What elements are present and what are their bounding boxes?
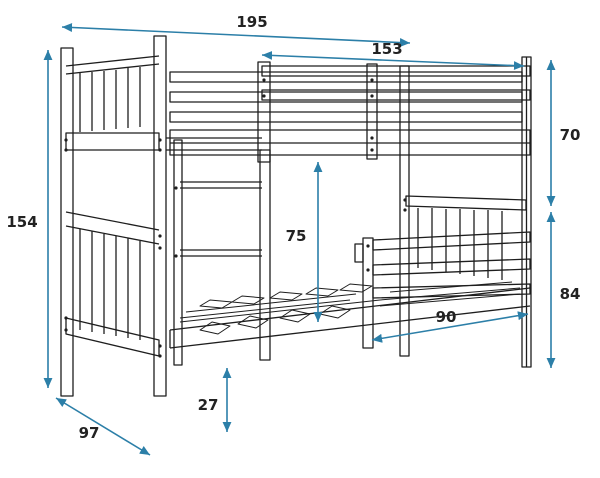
- label-depth: 97: [79, 424, 100, 442]
- label-lower-height: 84: [560, 285, 581, 303]
- left-head-end: [60, 35, 167, 397]
- label-bed-clearance: 75: [286, 227, 307, 245]
- label-inner-length: 153: [371, 40, 402, 58]
- bunk-bed-frame: [60, 35, 532, 397]
- upper-back-guard-rails: [169, 71, 523, 123]
- label-floor-clearance: 27: [198, 396, 219, 414]
- lower-bed-rail: [169, 287, 531, 349]
- arrow-mattress-width: [371, 311, 529, 343]
- lower-front-guard: [354, 231, 531, 349]
- arrow-inner-length: [261, 50, 525, 71]
- dimension-arrows: [43, 22, 556, 456]
- dimension-labels: 195 153 70 84 154 75 90 27 97: [6, 13, 580, 442]
- upper-bed-rail: [169, 129, 531, 156]
- screw-heads: [64, 78, 407, 358]
- arrow-total-length: [61, 22, 411, 48]
- ladder: [173, 139, 271, 366]
- back-right-post: [521, 56, 532, 368]
- label-upper-height: 70: [560, 126, 581, 144]
- lower-bed-slats: [179, 281, 521, 335]
- label-total-length: 195: [236, 13, 267, 31]
- label-mattress-width: 90: [436, 308, 457, 326]
- arrow-depth: [55, 397, 151, 456]
- label-total-height: 154: [6, 213, 37, 231]
